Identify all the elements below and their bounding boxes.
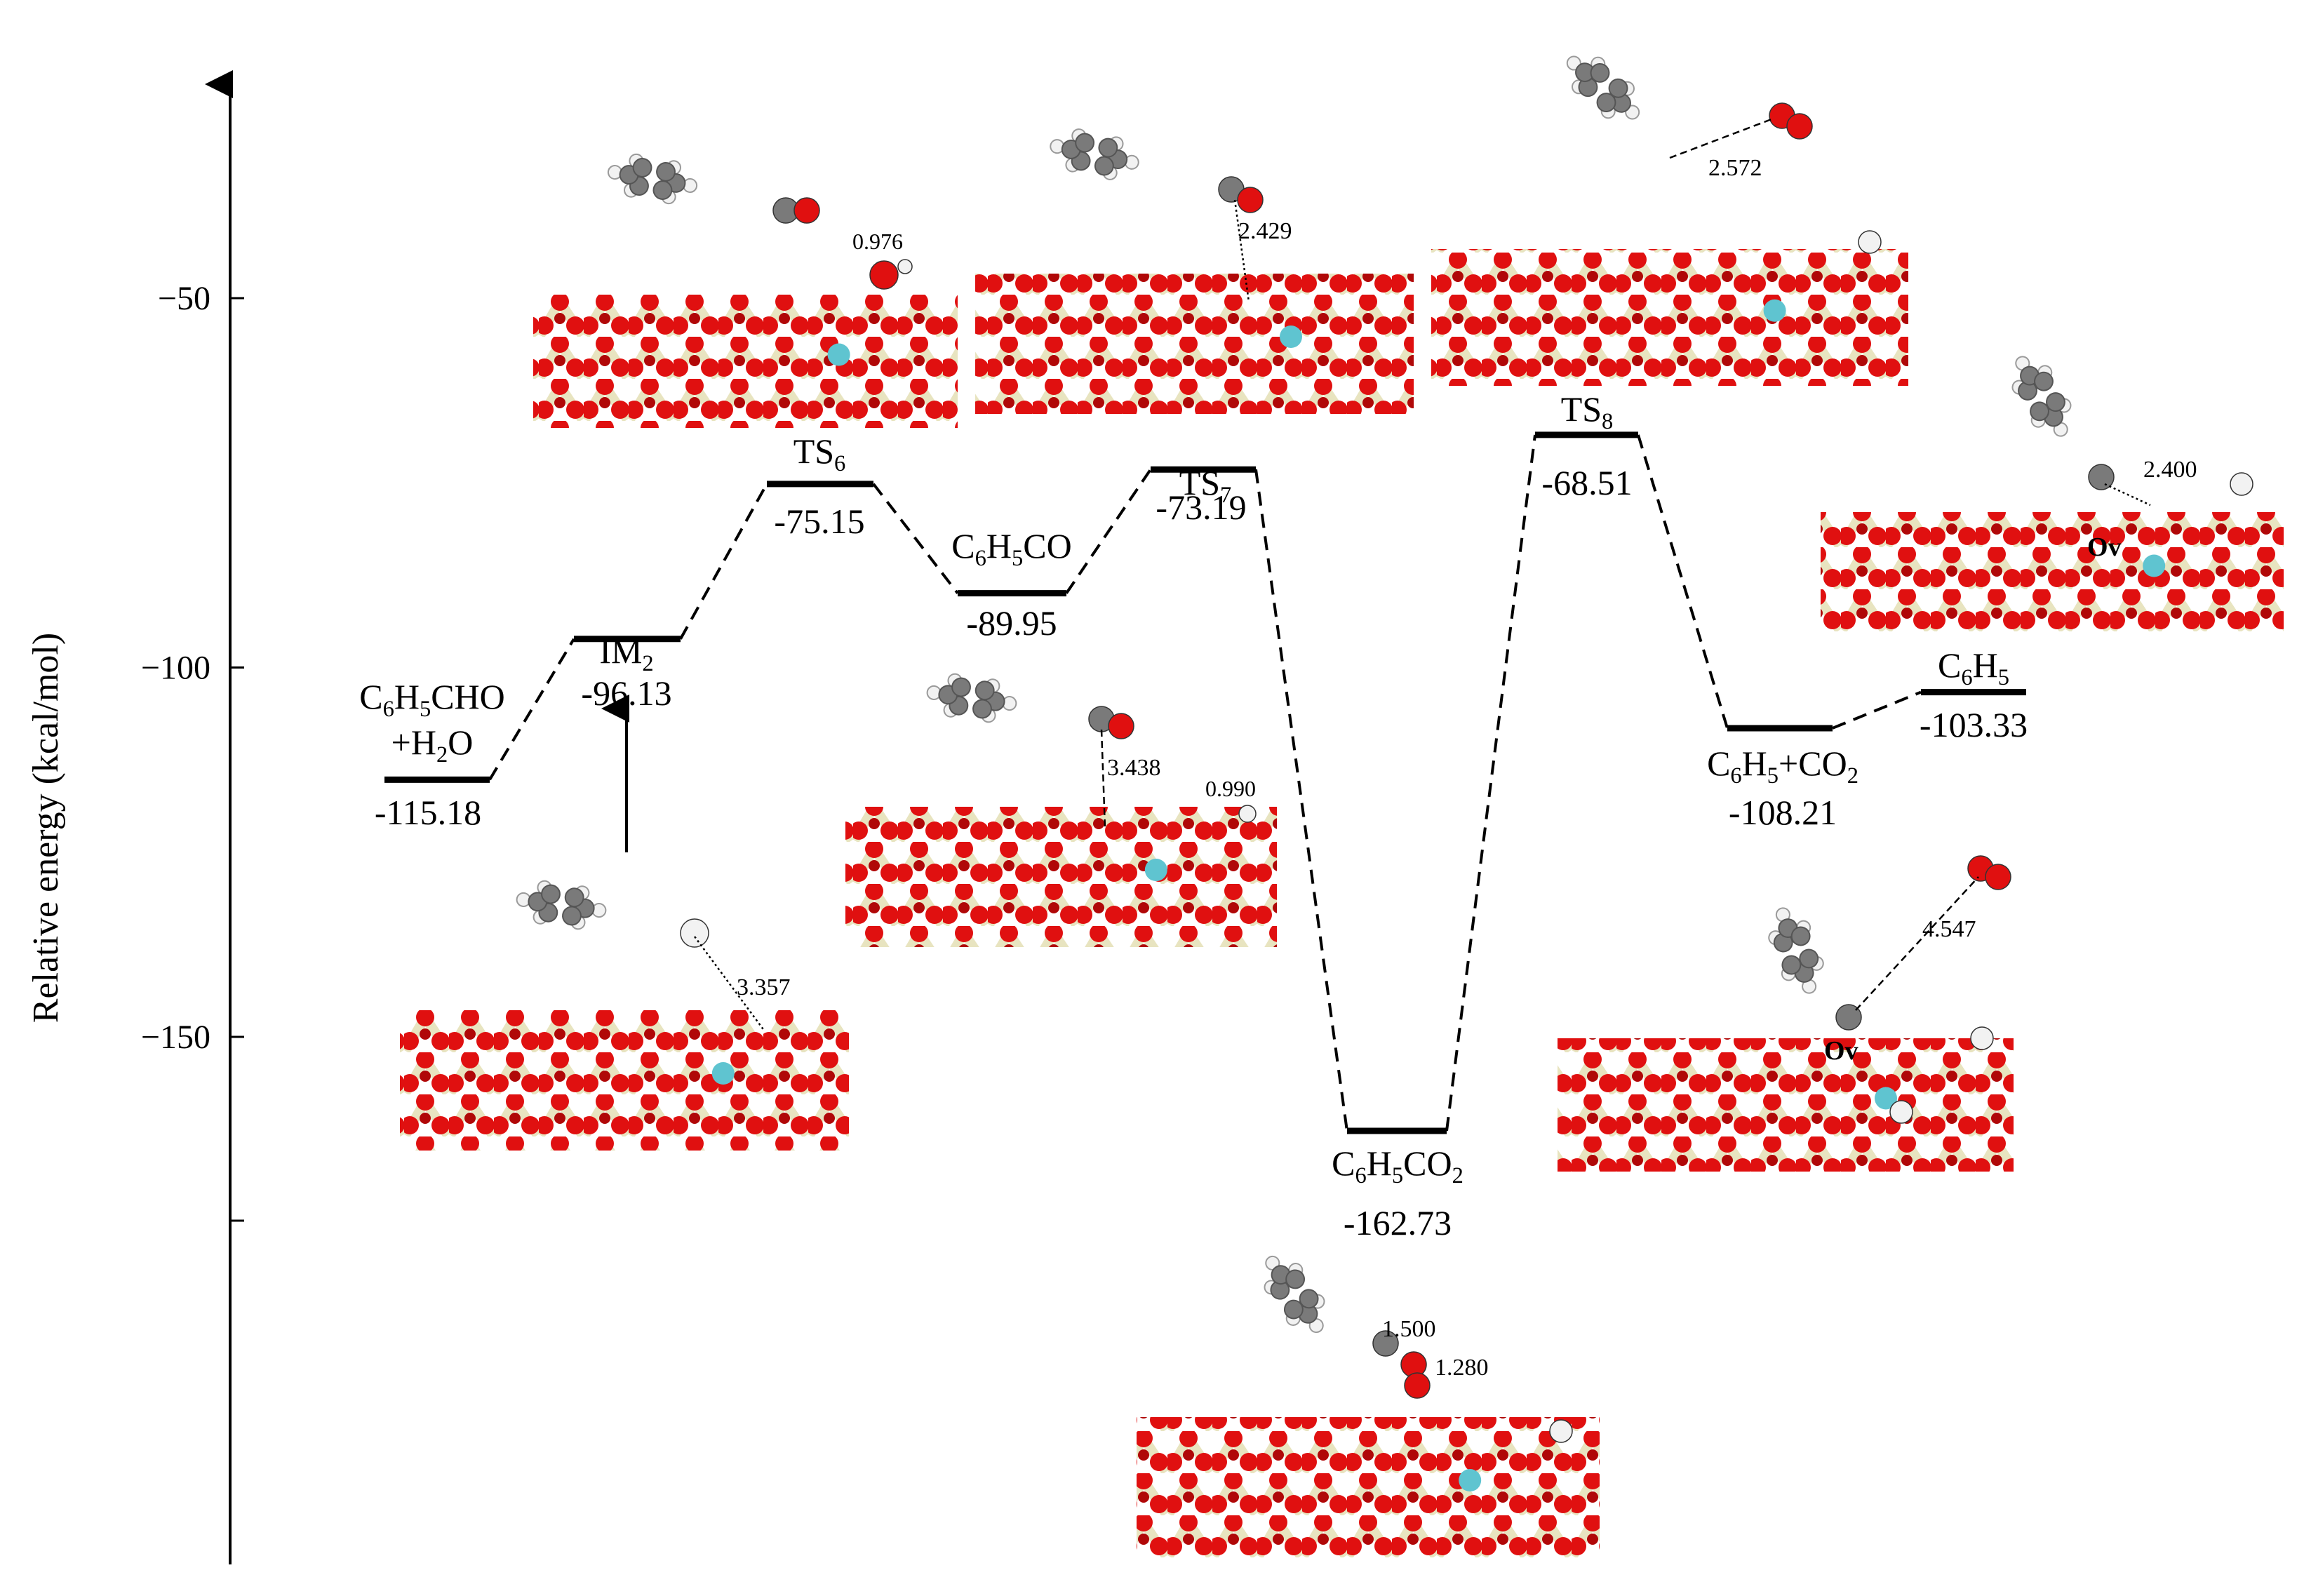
atom [1786, 113, 1813, 140]
distance-label: 1.280 [1435, 1355, 1489, 1381]
atom [793, 197, 820, 224]
benzene-ring [1566, 55, 1640, 120]
state-value: -162.73 [1344, 1203, 1452, 1242]
state-label: +H2O [391, 723, 474, 767]
connector-line [1445, 434, 1536, 1132]
state-label: TS8 [1561, 389, 1614, 434]
distance-label: 4.547 [1922, 916, 1976, 942]
distance-line [1233, 199, 1250, 302]
connector-line [488, 638, 575, 781]
y-tick-label: −50 [158, 280, 210, 317]
oxygen-vacancy-label: Ov [1824, 1036, 1858, 1066]
distance-label: 0.976 [852, 229, 903, 254]
surface-slab [1821, 512, 2284, 631]
benzene-ring [1050, 128, 1139, 180]
distance-label: 2.572 [1708, 155, 1762, 181]
connector-line [679, 483, 768, 640]
state-label: C6H5+CO2 [1707, 744, 1858, 789]
distance-line [1100, 729, 1106, 829]
surface-slab [533, 295, 958, 428]
y-axis: −50 −100 −150 Relative energy (kcal/mol) [26, 70, 244, 1564]
atom [1858, 230, 1882, 254]
surface-slab [845, 807, 1277, 947]
state-value: -89.95 [966, 603, 1057, 643]
atom [1372, 1330, 1399, 1357]
path-connectors [488, 434, 1922, 1132]
energy-levels: C6H5CHO+H2O -115.18 IM2-96.13 TS6 -75.15C6H5… [359, 389, 2028, 1242]
surface-slab [1137, 1417, 1600, 1557]
y-ticks: −50 −100 −150 [141, 280, 244, 1222]
atom [869, 260, 899, 290]
atom [1835, 1004, 1862, 1031]
atom [1549, 1419, 1573, 1443]
atom [2088, 464, 2115, 490]
state-value: -73.19 [1156, 488, 1246, 527]
connector-line [1254, 469, 1348, 1132]
distance-label: 3.357 [737, 974, 791, 1000]
benzene-ring [2011, 356, 2072, 437]
state-value: -96.13 [581, 673, 671, 713]
distance-line [2104, 483, 2151, 507]
connector-line [872, 483, 959, 594]
distance-label: 2.400 [2143, 457, 2197, 483]
atom [1889, 1100, 1913, 1124]
atom [1970, 1026, 1994, 1050]
y-axis-label: Relative energy (kcal/mol) [26, 633, 66, 1023]
distance-label: 0.990 [1205, 776, 1256, 801]
distance-label: 3.438 [1107, 755, 1161, 781]
connector-line [1832, 690, 1922, 730]
distance-line [1669, 118, 1772, 159]
state-value: -108.21 [1729, 793, 1837, 832]
benzene-ring [1768, 907, 1824, 994]
atom [1108, 713, 1134, 739]
benzene-ring [1264, 1255, 1325, 1334]
atom [1404, 1372, 1431, 1399]
y-tick-label: −150 [141, 1019, 210, 1056]
state-label: TS7 [1179, 463, 1232, 508]
state-value: -75.15 [774, 502, 864, 541]
state-label: C6H5CO [951, 526, 1071, 571]
benzene-ring [607, 153, 698, 205]
state-value: -68.51 [1541, 463, 1632, 502]
distance-line [1855, 876, 1979, 1011]
state-value: -115.18 [375, 793, 481, 832]
surface-slab [1558, 1038, 2014, 1172]
atom [1237, 187, 1264, 213]
benzene-ring [926, 673, 1017, 723]
distance-label: 1.500 [1382, 1316, 1436, 1342]
state-value: -103.33 [1920, 705, 2028, 744]
state-label: C6H5CHO [359, 677, 505, 722]
state-label: TS6 [793, 431, 846, 476]
surface-slab [1431, 249, 1908, 386]
state-label: IM2 [599, 631, 653, 676]
distance-line [693, 936, 766, 1032]
benzene-ring [516, 880, 607, 930]
distance-label: 2.429 [1238, 218, 1292, 244]
connector-line [1637, 434, 1729, 729]
atom [680, 918, 709, 948]
state-label: C6H5 [1938, 645, 2009, 690]
surface-slab [975, 274, 1414, 414]
connector-line [1065, 469, 1152, 594]
surface-slab [400, 1010, 849, 1151]
oxygen-vacancy-label: Ov [2087, 532, 2122, 562]
atom [1238, 805, 1257, 823]
atom [1985, 864, 2011, 890]
state-label: C6H5CO2 [1332, 1144, 1464, 1188]
atom [2230, 472, 2253, 496]
atom [897, 259, 913, 274]
y-tick-label: −100 [141, 650, 210, 687]
